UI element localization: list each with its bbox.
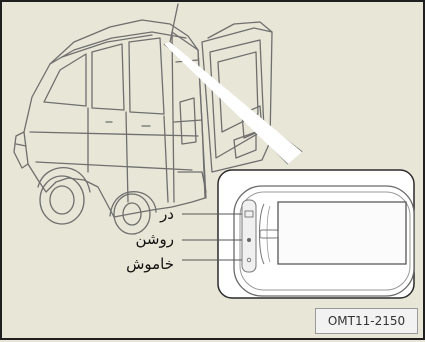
lamp-inset	[218, 170, 414, 298]
callout-beam	[164, 42, 302, 164]
figure-code: OMT11-2150	[315, 308, 418, 334]
label-on: روشن	[136, 232, 174, 247]
switch-position-on-icon	[247, 238, 251, 242]
lamp-lens	[278, 202, 406, 264]
label-off: خاموش	[126, 257, 174, 272]
label-door: در	[160, 207, 174, 222]
